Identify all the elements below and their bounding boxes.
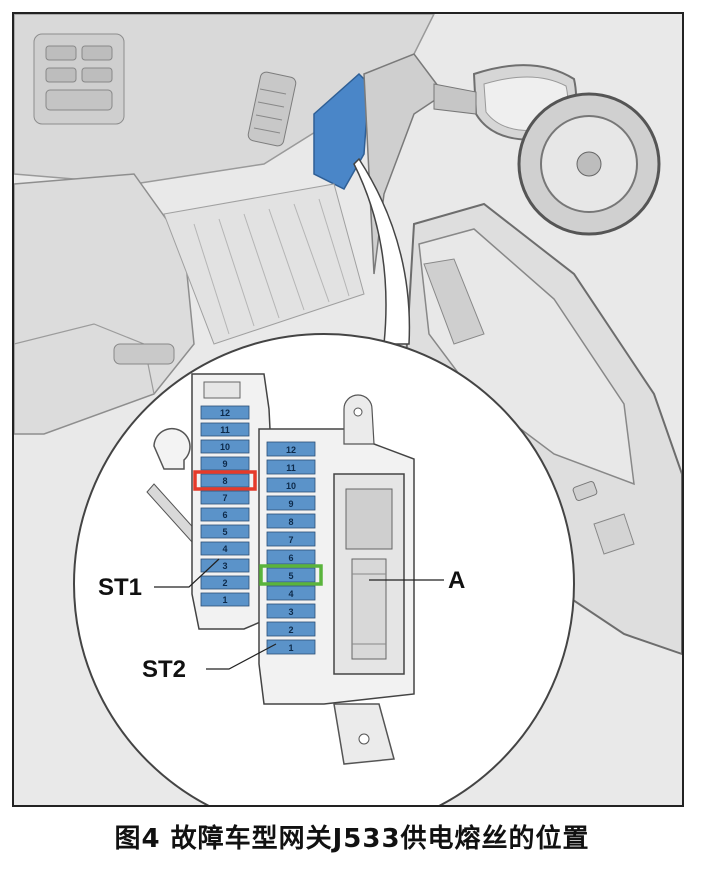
st2-fuse-number: 4 <box>288 589 293 599</box>
floor-mat <box>163 183 365 345</box>
st1-fuse-number: 8 <box>222 476 227 486</box>
air-vent <box>247 71 297 147</box>
st2-fuse-slot-12 <box>266 441 316 457</box>
st1-fuse-number: 12 <box>220 408 230 418</box>
st1-fuse-slot-7 <box>200 490 250 505</box>
st2-fuse-slot-8 <box>266 513 316 529</box>
st1-fuse-slot-1 <box>200 592 250 607</box>
st2-fuse-slot-5 <box>266 567 316 583</box>
st1-fuse-number: 7 <box>222 493 227 503</box>
st1-fuse-slot-3 <box>200 558 250 573</box>
st2-fuse-number: 12 <box>286 445 296 455</box>
passenger-seat <box>14 173 195 435</box>
st2-fuse-slot-2 <box>266 621 316 637</box>
st1-fuse-slot-5 <box>200 524 250 539</box>
fuse-location-illustration: 12 11 10 9 8 7 6 5 4 3 2 1 12 11 10 9 8 7 6 5 4 3 2 1 ST1 <box>14 14 682 805</box>
st1-fuse-slot-2 <box>200 575 250 590</box>
st1-fuse-number: 1 <box>222 595 227 605</box>
st2-fuse-slot-3 <box>266 603 316 619</box>
st2-fuse-number: 10 <box>286 481 296 491</box>
open-door <box>402 202 682 656</box>
figure-frame: 12 11 10 9 8 7 6 5 4 3 2 1 12 11 10 9 8 7 6 5 4 3 2 1 ST1 <box>12 12 684 807</box>
component-a <box>333 473 405 675</box>
st2-fuse-number: 1 <box>288 643 293 653</box>
st2-fuse-number: 7 <box>288 535 293 545</box>
labels: ST1 ST2 A <box>98 558 465 683</box>
st1-fuse-slot-11 <box>200 422 250 437</box>
st1-fuse-slot-4 <box>200 541 250 556</box>
st2-fuse-slot-4 <box>266 585 316 601</box>
wheel <box>517 92 661 236</box>
st1-leader-line <box>154 558 220 588</box>
st2-fuse-slot-9 <box>266 495 316 511</box>
st1-fuse-slot-10 <box>200 439 250 454</box>
st2-fuse-slot-11 <box>266 459 316 475</box>
callout-pointer <box>353 157 411 345</box>
st2-fuse-number: 11 <box>286 463 296 473</box>
st1-fuse-number: 9 <box>222 459 227 469</box>
st1-fuse-number: 5 <box>222 527 227 537</box>
st2-fuse-number: 8 <box>288 517 293 527</box>
st1-fuse-number: 10 <box>220 442 230 452</box>
center-console <box>33 33 125 125</box>
st2-fuse-number: 6 <box>288 553 293 563</box>
st1-fuse-slot-9 <box>200 456 250 471</box>
st1-highlight-box <box>193 470 257 491</box>
st2-fuse-number: 9 <box>288 499 293 509</box>
figure-caption: 图4 故障车型网关J533供电熔丝的位置 <box>114 824 590 854</box>
st1-label: ST1 <box>98 574 142 601</box>
st2-fuse-column: 12 11 10 9 8 7 6 5 4 3 2 1 <box>259 441 323 655</box>
st1-fuse-column: 12 11 10 9 8 7 6 5 4 3 2 1 <box>193 405 257 607</box>
glovebox-fuse-area <box>313 72 370 190</box>
st1-fuse-slot-12 <box>200 405 250 420</box>
st2-fuse-number: 2 <box>288 625 293 635</box>
st2-fuse-slot-10 <box>266 477 316 493</box>
st2-leader-line <box>206 643 277 670</box>
fuse-panel-detail: 12 11 10 9 8 7 6 5 4 3 2 1 12 11 10 9 8 7 6 5 4 3 2 1 <box>146 373 415 765</box>
st2-fuse-number: 5 <box>288 571 293 581</box>
st2-highlight-box <box>259 564 323 586</box>
a-pillar <box>363 53 446 275</box>
st1-fuse-number: 11 <box>220 425 230 435</box>
st1-fuse-number: 6 <box>222 510 227 520</box>
st1-fuse-slot-6 <box>200 507 250 522</box>
st2-fuse-slot-7 <box>266 531 316 547</box>
a-label: A <box>448 567 465 594</box>
st1-fuse-number: 2 <box>222 578 227 588</box>
st1-fuse-number: 3 <box>222 561 227 571</box>
st2-fuse-slot-1 <box>266 639 316 655</box>
st1-fuse-number: 4 <box>222 544 227 554</box>
st1-fuse-slot-8 <box>200 473 250 488</box>
st2-label: ST2 <box>142 656 186 683</box>
st2-fuse-number: 3 <box>288 607 293 617</box>
st2-fuse-slot-6 <box>266 549 316 565</box>
